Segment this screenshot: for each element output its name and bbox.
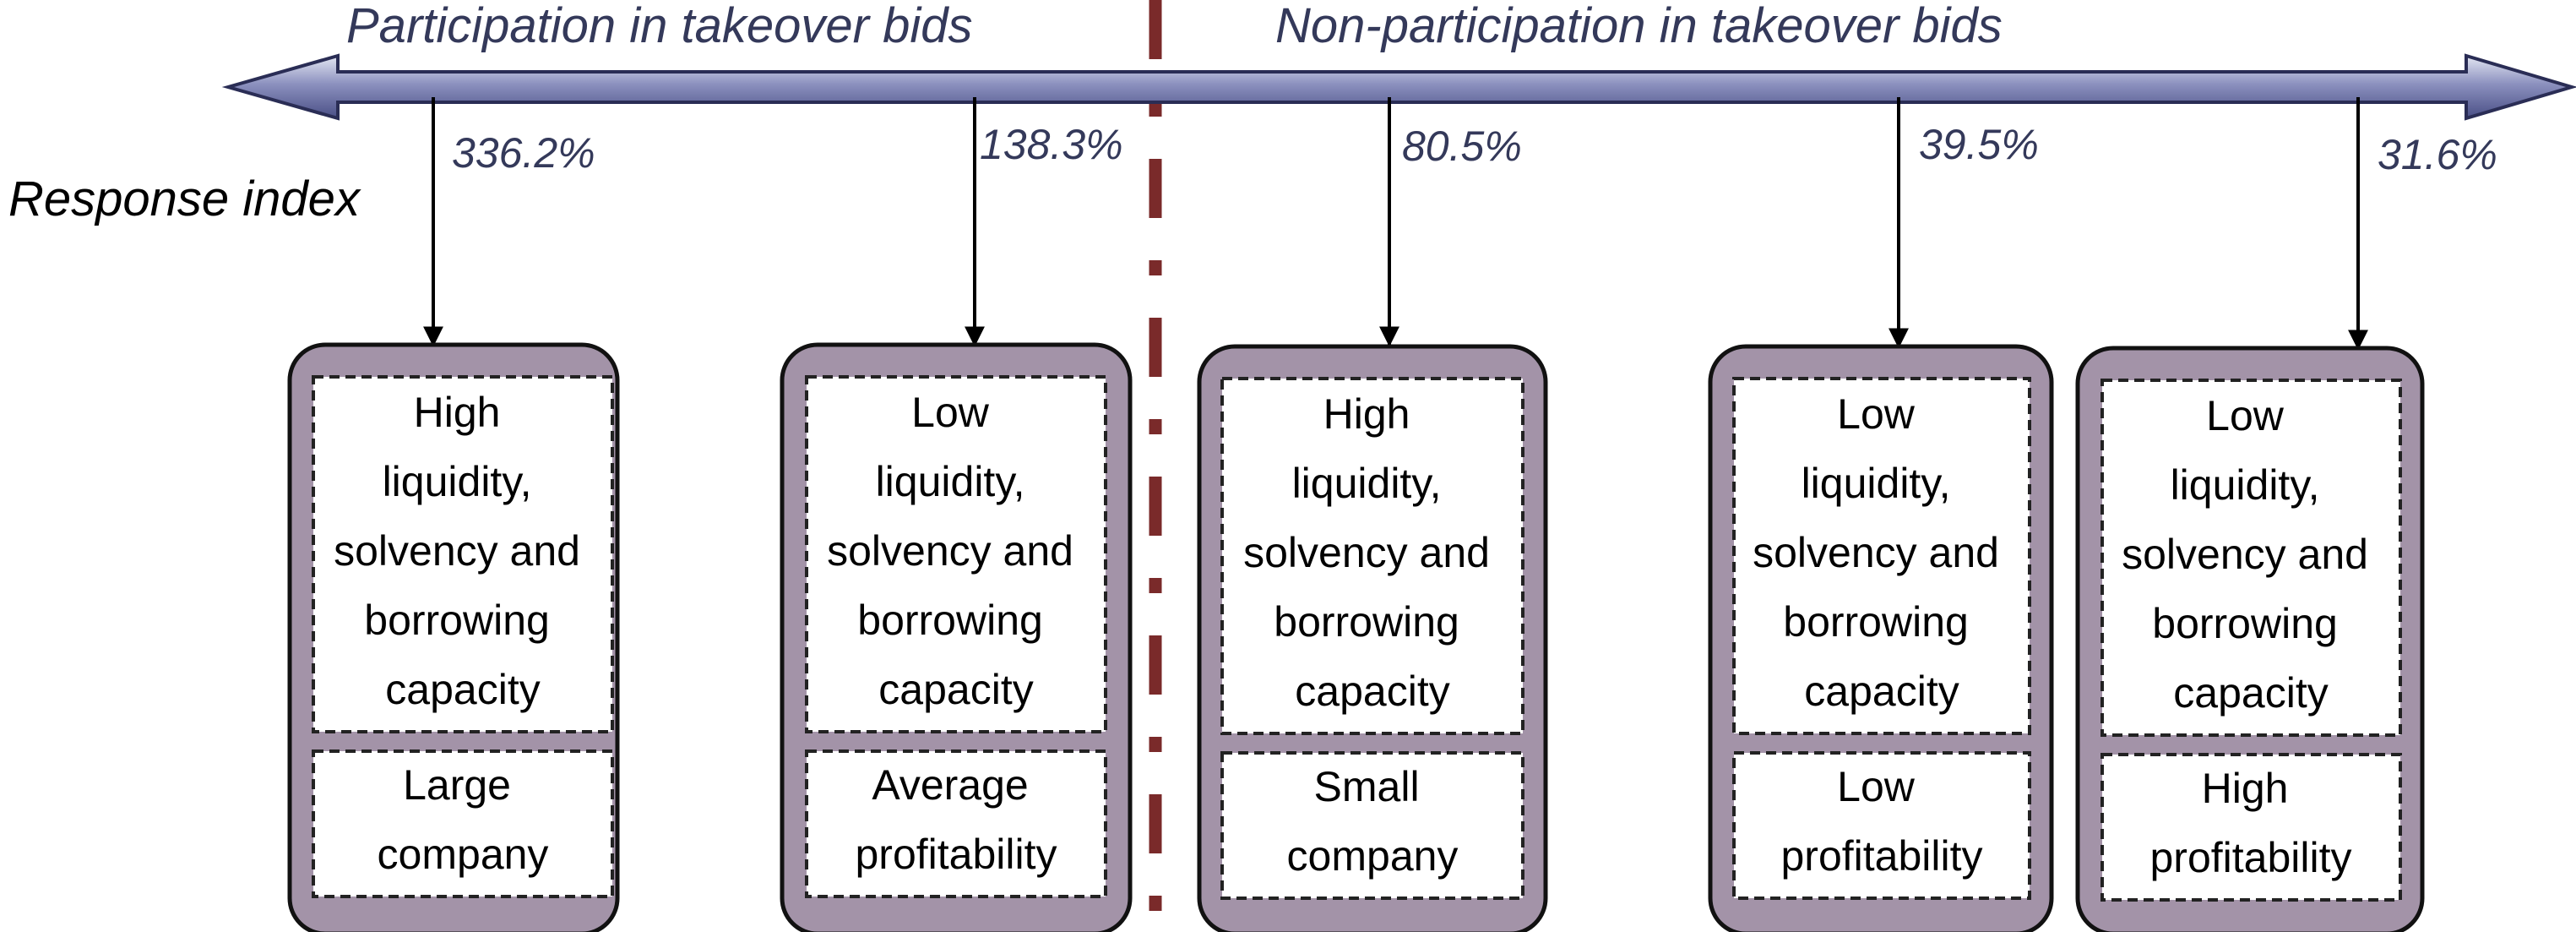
group-5: 31.6% Low liquidity, solvency and borrow…	[2075, 97, 2497, 932]
group-2: 138.3% Low liquidity, solvency and borro…	[780, 97, 1133, 932]
characteristics-text: Low liquidity, solvency and borrowing ca…	[1753, 390, 2011, 715]
group-4: 39.5% Low liquidity, solvency and borrow…	[1708, 97, 2054, 932]
attribute-panel	[2100, 753, 2402, 902]
characteristics-panel	[1220, 377, 1524, 735]
attribute-panel	[312, 749, 614, 898]
characteristics-text: High liquidity, solvency and borrowing c…	[1243, 390, 1502, 715]
double-headed-arrow	[221, 53, 2576, 121]
response-index-value: 138.3%	[980, 121, 1123, 168]
characteristics-text: Low liquidity, solvency and borrowing ca…	[2122, 392, 2380, 717]
characteristics-panel	[2100, 379, 2402, 737]
response-index-value: 39.5%	[1919, 121, 2039, 168]
group-1: 336.2% High liquidity, solvency and borr…	[287, 97, 620, 932]
response-index-value: 336.2%	[452, 129, 595, 177]
response-index-value: 80.5%	[1402, 123, 1522, 170]
characteristics-text: High liquidity, solvency and borrowing c…	[334, 389, 592, 713]
characteristics-panel	[1732, 377, 2031, 735]
attribute-text: Average profitability	[856, 761, 1057, 878]
attribute-text: Small company	[1287, 763, 1459, 880]
group-3: 80.5% High liquidity, solvency and borro…	[1197, 97, 1548, 932]
response-index-value: 31.6%	[2378, 131, 2497, 178]
attribute-text: Large company	[378, 761, 549, 878]
attribute-panel	[805, 749, 1107, 898]
characteristics-panel	[805, 375, 1107, 733]
response-index-label: Response index	[8, 172, 361, 226]
attribute-panel	[1220, 751, 1524, 900]
header-participation: Participation in takeover bids	[346, 0, 973, 53]
header-non-participation: Non-participation in takeover bids	[1275, 0, 2003, 53]
attribute-panel	[1732, 751, 2031, 900]
attribute-text: High profitability	[2150, 765, 2352, 881]
characteristics-panel	[312, 375, 614, 733]
attribute-text: Low profitability	[1781, 763, 1983, 880]
characteristics-text: Low liquidity, solvency and borrowing ca…	[827, 389, 1085, 713]
